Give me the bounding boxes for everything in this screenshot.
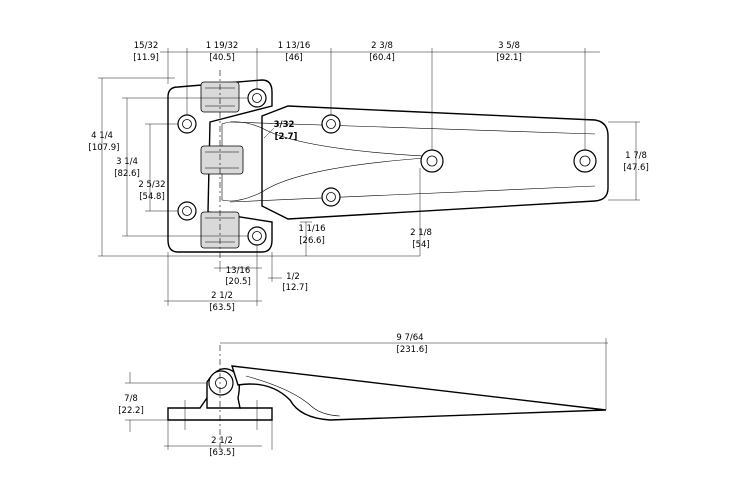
dim-3-1-4: 3 1/4 [116,157,138,167]
side-blade [231,365,607,421]
dim-4-1-4: 4 1/4 [91,131,113,141]
dim-9-7-64-metric: [231.6] [397,345,428,355]
dim-2-3-8: 2 3/8 [371,41,393,51]
side-view-dimension-lines [125,338,608,450]
dim-2-1-2-side-metric: [63.5] [209,448,235,458]
dim-2-1-2-top: 2 1/2 [211,291,233,301]
dim-3-1-4-metric: [82.6] [114,169,140,179]
dim-1-13-16-metric: [46] [285,53,302,63]
dim-3-32: 3/32 [274,120,295,130]
top-view-hinge-body [167,70,609,262]
dim-1-1-16: 1 1/16 [298,224,325,234]
dim-15-32-metric: [11.9] [133,53,159,63]
dim-13-16: 13/16 [226,266,251,276]
middle-knuckle [200,145,244,175]
dim-2-3-8-metric: [60.4] [369,53,395,63]
dim-7-8-metric: [22.2] [118,406,144,416]
dim-2-1-8: 2 1/8 [410,228,432,238]
dim-1-2-metric: [12.7] [282,283,308,293]
dim-3-5-8: 3 5/8 [498,41,520,51]
side-pivot-inner [215,377,227,389]
dim-2-5-32-metric: [54.8] [139,192,165,202]
top-view-dimension-labels: 15/32 [11.9] 1 19/32 [40.5] 1 13/16 [46]… [89,41,649,313]
dim-1-2: 1/2 [286,272,300,282]
dim-2-1-8-metric: [54] [412,240,429,250]
side-view-dimension-labels: 9 7/64 [231.6] 7/8 [22.2] 2 1/2 [63.5] [118,333,427,458]
dim-1-13-16: 1 13/16 [278,41,311,51]
side-view-hinge-body [167,345,607,448]
dim-4-1-4-metric: [107.9] [89,143,120,153]
dim-1-19-32: 1 19/32 [206,41,239,51]
dim-3-5-8-metric: [92.1] [496,53,522,63]
dim-3-32-metric: [2.7] [275,132,298,142]
dim-2-5-32: 2 5/32 [138,180,165,190]
dim-2-1-2-side: 2 1/2 [211,436,233,446]
dim-1-19-32-metric: [40.5] [209,53,235,63]
dim-2-1-2-top-metric: [63.5] [209,303,235,313]
dim-15-32: 15/32 [134,41,159,51]
dim-7-8: 7/8 [124,394,138,404]
dim-1-1-16-metric: [26.6] [299,236,325,246]
dim-1-7-8-metric: [47.6] [623,163,649,173]
dim-1-7-8: 1 7/8 [625,151,647,161]
dim-13-16-metric: [20.5] [225,277,251,287]
top-view-dimension-lines [98,48,640,306]
dim-9-7-64: 9 7/64 [396,333,423,343]
